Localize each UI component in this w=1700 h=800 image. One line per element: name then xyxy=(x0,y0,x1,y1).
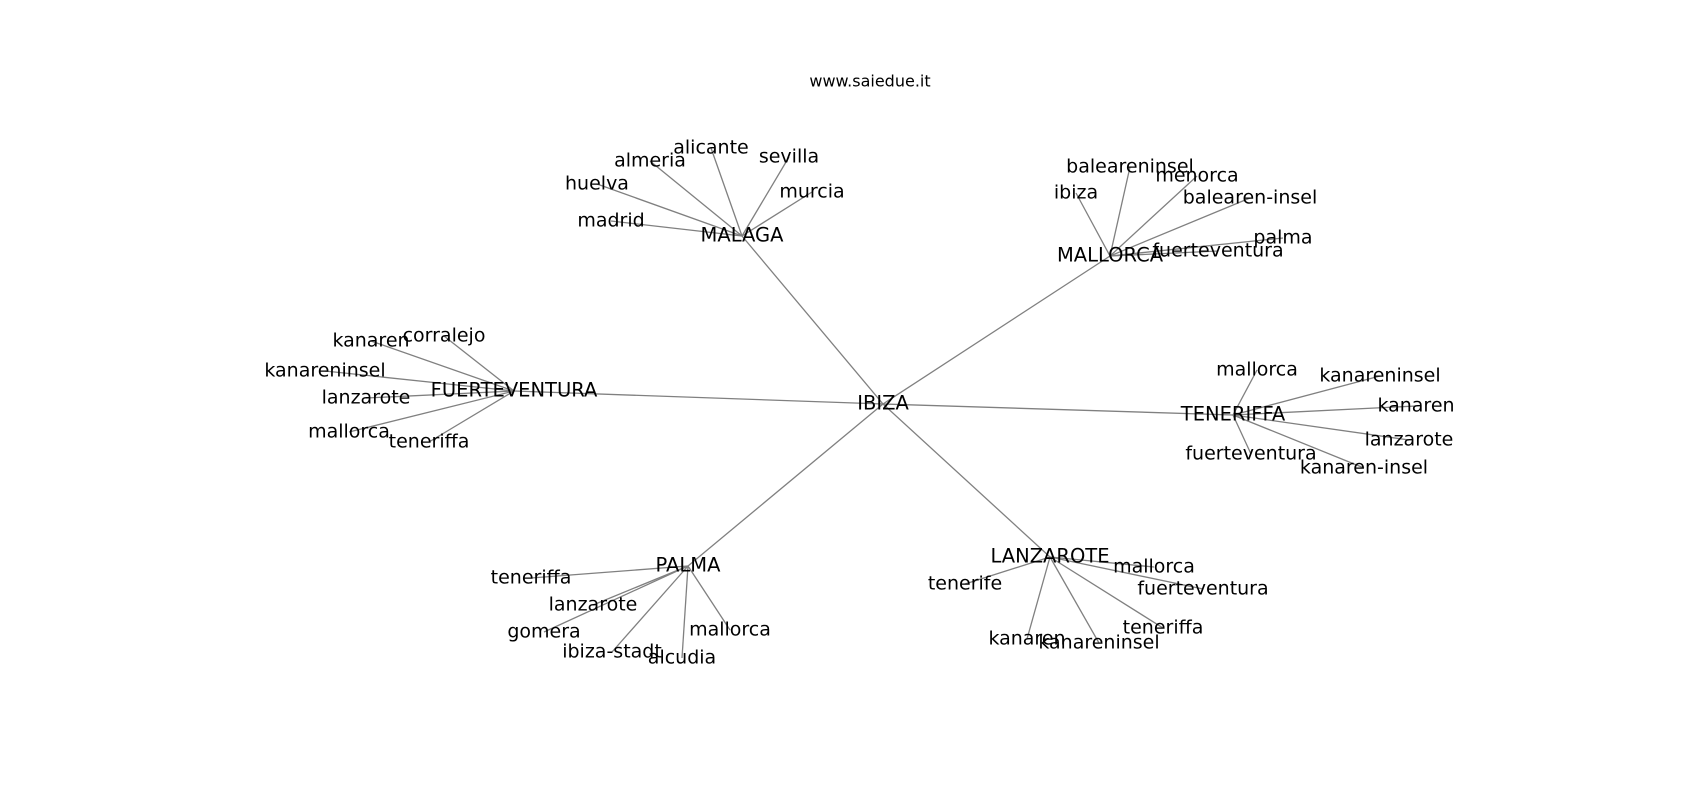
edge-mallorca-balearen-insel xyxy=(1109,197,1251,257)
node-leaf-fuerteventura-kanaren: kanaren xyxy=(332,330,409,352)
edge-malaga-almeria xyxy=(649,160,743,237)
node-leaf-lanzarote-teneriffa: teneriffa xyxy=(1123,617,1204,639)
edge-root-malaga xyxy=(741,235,884,405)
node-hub-teneriffa: TENERIFFA xyxy=(1180,403,1286,426)
edge-teneriffa-kanaren-insel xyxy=(1232,414,1365,469)
node-leaf-lanzarote-tenerife: tenerife xyxy=(928,573,1002,595)
edge-malaga-madrid xyxy=(610,220,743,237)
node-leaf-mallorca-menorca: menorca xyxy=(1155,165,1238,187)
edge-root-palma xyxy=(687,403,884,567)
edge-root-mallorca xyxy=(882,255,1111,405)
edge-lanzarote-teneriffa xyxy=(1049,556,1164,629)
edge-palma-gomera xyxy=(543,565,689,633)
edge-teneriffa-kanareninsel xyxy=(1232,375,1381,416)
node-leaf-mallorca-balearen-insel: balearen-insel xyxy=(1183,187,1317,209)
node-leaf-mallorca-fuerteventura: fuerteventura xyxy=(1152,240,1283,262)
edge-root-fuerteventura xyxy=(513,390,884,405)
node-leaf-teneriffa-kanaren: kanaren xyxy=(1377,395,1454,417)
node-leaf-malaga-alicante: alicante xyxy=(673,137,748,159)
node-leaf-palma-gomera: gomera xyxy=(507,621,580,643)
node-leaf-lanzarote-mallorca: mallorca xyxy=(1113,556,1195,578)
node-leaf-teneriffa-fuerteventura: fuerteventura xyxy=(1185,443,1316,465)
edge-palma-teneriffa xyxy=(530,565,689,579)
edge-palma-ibiza-stadt xyxy=(611,565,689,653)
edge-root-teneriffa xyxy=(882,403,1234,416)
edge-teneriffa-mallorca xyxy=(1232,369,1258,416)
edge-malaga-huelva xyxy=(596,183,743,237)
node-leaf-palma-alcudia: alcudia xyxy=(648,647,716,669)
node-hub-malaga: MALAGA xyxy=(701,224,785,247)
edge-fuerteventura-mallorca xyxy=(348,390,515,433)
edge-mallorca-baleareninsel xyxy=(1109,166,1131,257)
edge-mallorca-ibiza xyxy=(1075,192,1111,257)
edge-lanzarote-fuerteventura xyxy=(1049,556,1204,590)
node-leaf-malaga-madrid: madrid xyxy=(577,210,644,232)
node-leaf-palma-lanzarote: lanzarote xyxy=(549,594,638,616)
edge-mallorca-palma xyxy=(1109,237,1284,257)
node-leaf-fuerteventura-kanareninsel: kanareninsel xyxy=(264,360,385,382)
node-leaf-teneriffa-lanzarote: lanzarote xyxy=(1365,429,1454,451)
node-leaf-teneriffa-kanareninsel: kanareninsel xyxy=(1319,365,1440,387)
node-hub-fuerteventura: FUERTEVENTURA xyxy=(431,379,598,402)
node-leaf-palma-teneriffa: teneriffa xyxy=(491,567,572,589)
node-leaf-lanzarote-kanaren: kanaren xyxy=(988,628,1065,650)
node-leaf-palma-ibiza-stadt: ibiza-stadt xyxy=(562,641,662,663)
edge-lanzarote-mallorca xyxy=(1049,556,1155,568)
node-leaf-fuerteventura-corralejo: corralejo xyxy=(403,325,486,347)
edge-fuerteventura-kanaren xyxy=(370,340,515,392)
edge-fuerteventura-kanareninsel xyxy=(324,370,515,392)
node-hub-palma: PALMA xyxy=(656,554,722,577)
edge-palma-mallorca xyxy=(687,565,731,631)
edge-malaga-sevilla xyxy=(741,156,790,237)
edge-mallorca-menorca xyxy=(1109,175,1198,257)
edge-lanzarote-tenerife xyxy=(964,556,1051,585)
node-leaf-mallorca-palma: palma xyxy=(1253,227,1312,249)
node-leaf-malaga-sevilla: sevilla xyxy=(759,146,819,168)
node-leaf-malaga-murcia: murcia xyxy=(779,181,844,203)
site-watermark: www.saiedue.it xyxy=(809,72,930,91)
edge-lanzarote-kanareninsel xyxy=(1049,556,1100,644)
edge-teneriffa-kanaren xyxy=(1232,405,1417,416)
edge-lanzarote-kanaren xyxy=(1026,556,1051,640)
node-root-ibiza: IBIZA xyxy=(857,392,909,415)
node-leaf-lanzarote-kanareninsel: kanareninsel xyxy=(1038,632,1159,654)
edge-root-lanzarote xyxy=(882,403,1051,558)
node-leaf-mallorca-baleareninsel: baleareninsel xyxy=(1066,156,1194,178)
edge-teneriffa-lanzarote xyxy=(1232,414,1410,441)
edge-malaga-murcia xyxy=(741,191,813,237)
edge-malaga-alicante xyxy=(710,147,743,237)
node-leaf-malaga-huelva: huelva xyxy=(565,173,629,195)
edge-palma-alcudia xyxy=(681,565,689,659)
node-leaf-fuerteventura-mallorca: mallorca xyxy=(308,421,390,443)
node-leaf-palma-mallorca: mallorca xyxy=(689,619,771,641)
node-leaf-fuerteventura-lanzarote: lanzarote xyxy=(322,387,411,409)
edge-fuerteventura-lanzarote xyxy=(365,390,515,399)
node-leaf-lanzarote-fuerteventura: fuerteventura xyxy=(1137,578,1268,600)
node-hub-lanzarote: LANZAROTE xyxy=(990,545,1109,568)
node-leaf-teneriffa-kanaren-insel: kanaren-insel xyxy=(1300,457,1428,479)
edge-teneriffa-fuerteventura xyxy=(1232,414,1252,455)
edge-mallorca-fuerteventura xyxy=(1109,250,1219,257)
node-hub-mallorca: MALLORCA xyxy=(1057,244,1164,267)
node-leaf-teneriffa-mallorca: mallorca xyxy=(1216,359,1298,381)
node-leaf-malaga-almeria: almeria xyxy=(614,150,686,172)
edge-palma-lanzarote xyxy=(592,565,689,606)
edge-fuerteventura-corralejo xyxy=(443,335,515,392)
edge-fuerteventura-teneriffa xyxy=(428,390,515,443)
graph-edges xyxy=(324,147,1417,659)
node-leaf-fuerteventura-teneriffa: teneriffa xyxy=(389,431,470,453)
node-leaf-mallorca-ibiza: ibiza xyxy=(1054,182,1098,204)
